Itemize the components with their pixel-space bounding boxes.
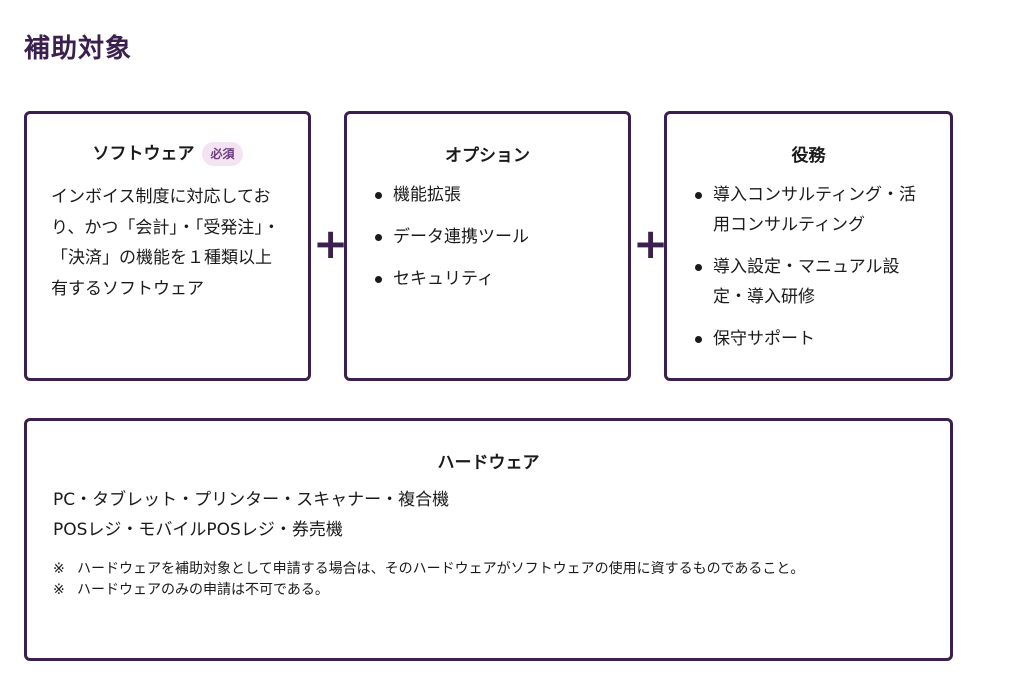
- note-text: ハードウェアのみの申請は不可である。: [77, 582, 329, 598]
- service-heading: 役務: [791, 146, 826, 166]
- list-item: 導入コンサルティング・活用コンサルティング: [691, 180, 930, 240]
- note-mark: ※: [53, 582, 65, 598]
- list-item: データ連携ツール: [371, 222, 608, 252]
- list-item: 導入設定・マニュアル設定・導入研修: [691, 252, 930, 312]
- list-item: セキュリティ: [371, 264, 608, 294]
- option-heading: オプション: [445, 146, 530, 166]
- plus-icon: +: [313, 219, 349, 268]
- list-item: 保守サポート: [691, 324, 930, 354]
- hardware-heading: ハードウェア: [437, 453, 540, 473]
- plus-icon: +: [633, 219, 669, 268]
- software-heading-row: ソフトウェア 必須: [27, 142, 308, 166]
- note-text: ハードウェアを補助対象として申請する場合は、そのハードウェアがソフトウェアの使用…: [77, 561, 805, 577]
- hardware-notes: ※ ハードウェアを補助対象として申請する場合は、そのハードウェアがソフトウェアの…: [53, 559, 910, 601]
- note: ※ ハードウェアを補助対象として申請する場合は、そのハードウェアがソフトウェアの…: [53, 559, 910, 580]
- note: ※ ハードウェアのみの申請は不可である。: [53, 580, 910, 601]
- service-list: 導入コンサルティング・活用コンサルティング 導入設定・マニュアル設定・導入研修 …: [667, 180, 950, 354]
- list-item: 機能拡張: [371, 180, 608, 210]
- hardware-line: PC・タブレット・プリンター・スキャナー・複合機: [53, 490, 450, 510]
- note-mark: ※: [53, 561, 65, 577]
- service-card: 役務 導入コンサルティング・活用コンサルティング 導入設定・マニュアル設定・導入…: [664, 111, 953, 381]
- hardware-items: PC・タブレット・プリンター・スキャナー・複合機 POSレジ・モバイルPOSレジ…: [53, 485, 950, 545]
- page-title: 補助対象: [24, 34, 133, 64]
- software-heading: ソフトウェア: [92, 144, 195, 164]
- option-card: オプション 機能拡張 データ連携ツール セキュリティ: [344, 111, 631, 381]
- software-card: ソフトウェア 必須 インボイス制度に対応しており、かつ「会計」・「受発注」・「決…: [24, 111, 311, 381]
- software-description: インボイス制度に対応しており、かつ「会計」・「受発注」・「決済」の機能を１種類以…: [51, 187, 280, 299]
- option-list: 機能拡張 データ連携ツール セキュリティ: [347, 180, 628, 294]
- hardware-card: ハードウェア PC・タブレット・プリンター・スキャナー・複合機 POSレジ・モバ…: [24, 418, 953, 661]
- required-badge: 必須: [202, 142, 243, 166]
- hardware-line: POSレジ・モバイルPOSレジ・券売機: [53, 520, 343, 540]
